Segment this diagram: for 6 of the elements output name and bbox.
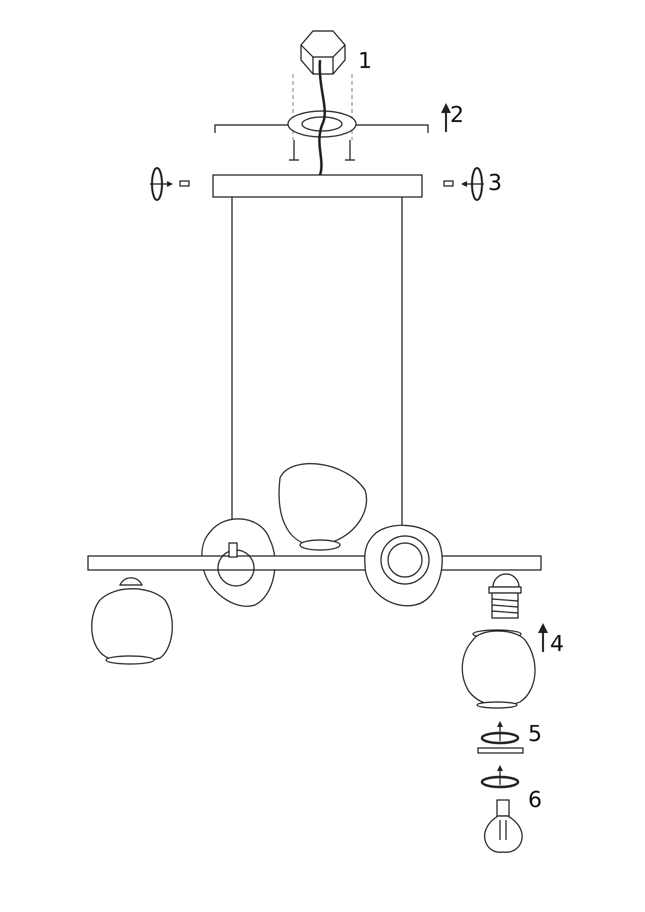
callout-number: 1 xyxy=(358,51,372,73)
callout-number: 2 xyxy=(450,105,464,127)
callout-number: 6 xyxy=(528,790,542,812)
callout-number: 4 xyxy=(550,634,564,656)
callout-number: 3 xyxy=(488,173,502,195)
callout-number: 5 xyxy=(528,724,542,746)
